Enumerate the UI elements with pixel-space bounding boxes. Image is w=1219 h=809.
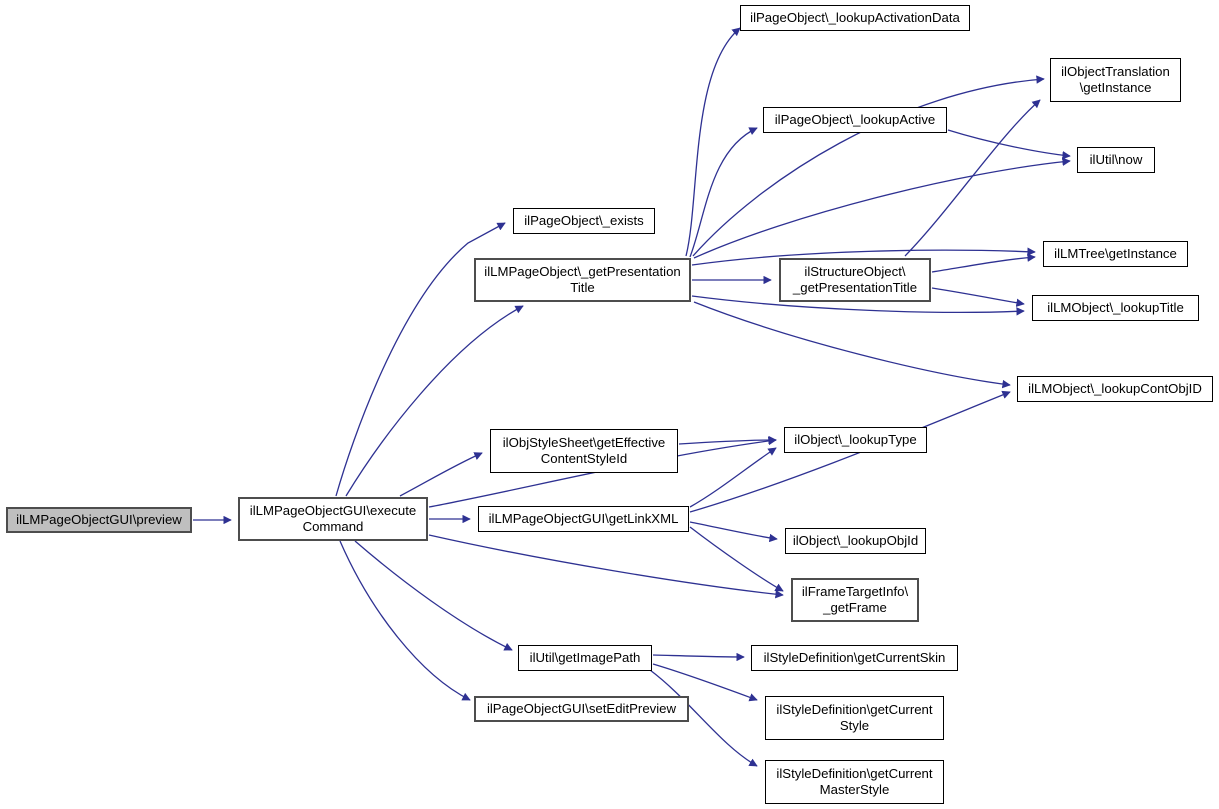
graph-node-exists[interactable]: ilPageObject\_exists (513, 208, 655, 234)
graph-edge-lmGetPresentationTitle-to-lookupActive (689, 127, 758, 258)
graph-node-getEffectiveContentStyleId[interactable]: ilObjStyleSheet\getEffective ContentStyl… (490, 429, 678, 473)
graph-edge-getLinkXML-to-lookupObjId (689, 521, 778, 543)
graph-node-getImagePath[interactable]: ilUtil\getImagePath (518, 645, 652, 671)
graph-edge-getImagePath-to-getCurrentStyle (652, 663, 758, 702)
graph-edge-executeCommand-to-setEditPreview (339, 540, 471, 701)
graph-node-getLinkXML[interactable]: ilLMPageObjectGUI\getLinkXML (478, 506, 689, 532)
graph-node-preview[interactable]: ilLMPageObjectGUI\preview (6, 507, 192, 533)
graph-node-lmObjectLookupContObj[interactable]: ilLMObject\_lookupContObjID (1017, 376, 1213, 402)
graph-node-executeCommand[interactable]: ilLMPageObjectGUI\execute Command (238, 497, 428, 541)
graph-edge-lmGetPresentationTitle-to-utilNow (693, 157, 1071, 259)
graph-node-lookupActivationData[interactable]: ilPageObject\_lookupActivationData (740, 5, 970, 31)
graph-node-utilNow[interactable]: ilUtil\now (1077, 147, 1155, 173)
graph-node-lmObjectLookupTitle[interactable]: ilLMObject\_lookupTitle (1032, 295, 1199, 321)
graph-node-getCurrentSkin[interactable]: ilStyleDefinition\getCurrentSkin (751, 645, 958, 671)
graph-edge-executeCommand-to-getImagePath (354, 540, 513, 651)
graph-edge-structGetPresTitle-to-lmObjectLookupTitle (931, 287, 1025, 307)
graph-edge-getLinkXML-to-lookupType (689, 447, 777, 508)
graph-edge-getEffectiveContentStyleId-to-lookupType (678, 435, 777, 445)
graph-node-lookupActive[interactable]: ilPageObject\_lookupActive (763, 107, 947, 133)
graph-node-getCurrentStyle[interactable]: ilStyleDefinition\getCurrent Style (765, 696, 944, 740)
graph-edge-getLinkXML-to-frameTargetGetFrame (689, 526, 784, 592)
graph-node-objectTranslation[interactable]: ilObjectTranslation \getInstance (1050, 58, 1181, 102)
graph-node-lookupObjId[interactable]: ilObject\_lookupObjId (785, 528, 926, 554)
graph-edge-structGetPresTitle-to-lmTreeGetInstance (931, 253, 1036, 273)
graph-node-setEditPreview[interactable]: ilPageObjectGUI\setEditPreview (474, 696, 689, 722)
graph-edge-lmGetPresentationTitle-to-lmObjectLookupContObj (693, 301, 1011, 389)
graph-node-lmGetPresentationTitle[interactable]: ilLMPageObject\_getPresentation Title (474, 258, 691, 302)
graph-edge-executeCommand-to-getEffectiveContentStyleId (399, 452, 483, 497)
graph-edge-getImagePath-to-getCurrentSkin (652, 652, 745, 662)
graph-node-lookupType[interactable]: ilObject\_lookupType (784, 427, 927, 453)
graph-edge-lmGetPresentationTitle-to-lookupActivationData (685, 27, 741, 257)
graph-edge-executeCommand-to-frameTargetGetFrame (428, 534, 784, 599)
graph-edge-lookupActive-to-utilNow (947, 129, 1071, 160)
graph-node-getCurrentMasterStyle[interactable]: ilStyleDefinition\getCurrent MasterStyle (765, 760, 944, 804)
graph-node-lmTreeGetInstance[interactable]: ilLMTree\getInstance (1043, 241, 1188, 267)
graph-edge-lmGetPresentationTitle-to-objectTranslation (692, 75, 1045, 257)
graph-node-frameTargetGetFrame[interactable]: ilFrameTargetInfo\ _getFrame (791, 578, 919, 622)
graph-node-structGetPresTitle[interactable]: ilStructureObject\ _getPresentationTitle (779, 258, 931, 302)
